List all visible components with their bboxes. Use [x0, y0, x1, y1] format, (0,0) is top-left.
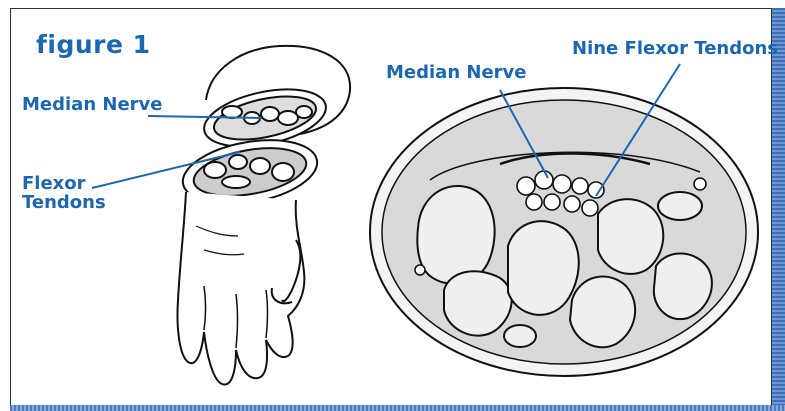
wrist-cross-section: [370, 88, 758, 376]
figure-title: figure 1: [36, 32, 151, 58]
label-median-nerve-left: Median Nerve: [22, 96, 163, 115]
label-nine-flexor-tendons: Nine Flexor Tendons: [572, 40, 778, 59]
label-flexor-tendons: Flexor Tendons: [22, 175, 112, 213]
label-median-nerve-right: Median Nerve: [386, 64, 527, 83]
hand-illustration: [177, 46, 350, 385]
